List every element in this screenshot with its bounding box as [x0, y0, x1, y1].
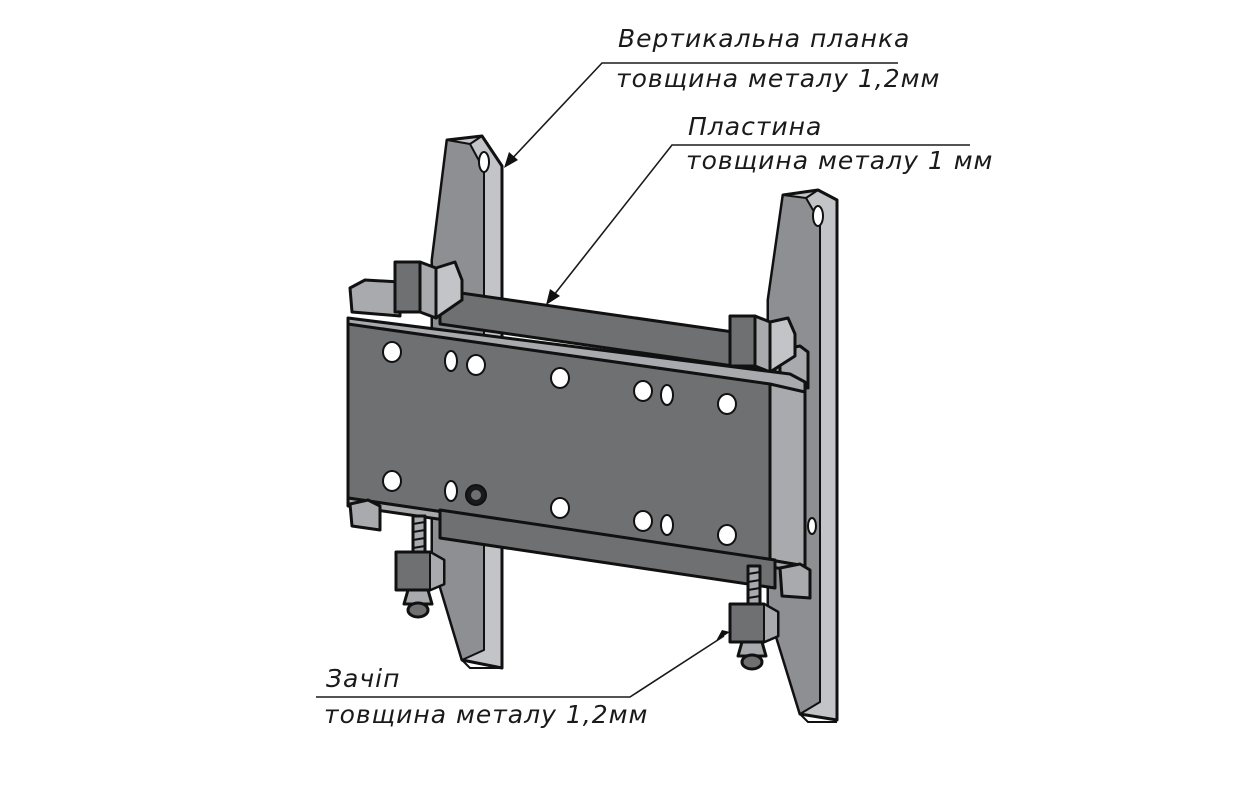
arrowhead-latch	[716, 630, 730, 641]
callout-plate-detail: товщина металу 1 мм	[686, 146, 993, 175]
callout-latch-detail: товщина металу 1,2мм	[324, 700, 648, 729]
leader-line-vertical-bar	[507, 62, 898, 164]
callout-vertical-bar: Вертикальна планка товщина металу 1,2мм	[504, 24, 940, 168]
callout-latch: Зачіп товщина металу 1,2мм	[316, 630, 730, 729]
right-latch	[728, 564, 780, 671]
callout-plate-title: Пластина	[688, 112, 822, 141]
callout-latch-title: Зачіп	[326, 664, 400, 693]
callout-plate: Пластина товщина металу 1 мм	[546, 112, 993, 305]
callout-vertical-bar-detail: товщина металу 1,2мм	[616, 64, 940, 93]
top-hook-left	[393, 260, 464, 320]
leader-line-plate	[549, 144, 970, 301]
leader-line-latch	[316, 635, 725, 698]
callout-vertical-bar-title: Вертикальна планка	[618, 24, 910, 53]
left-latch	[394, 514, 446, 619]
arrowhead-plate	[546, 289, 560, 305]
arrowhead-vertical-bar	[504, 152, 518, 168]
top-hook-right	[728, 314, 797, 374]
bottom-channel	[348, 498, 812, 600]
